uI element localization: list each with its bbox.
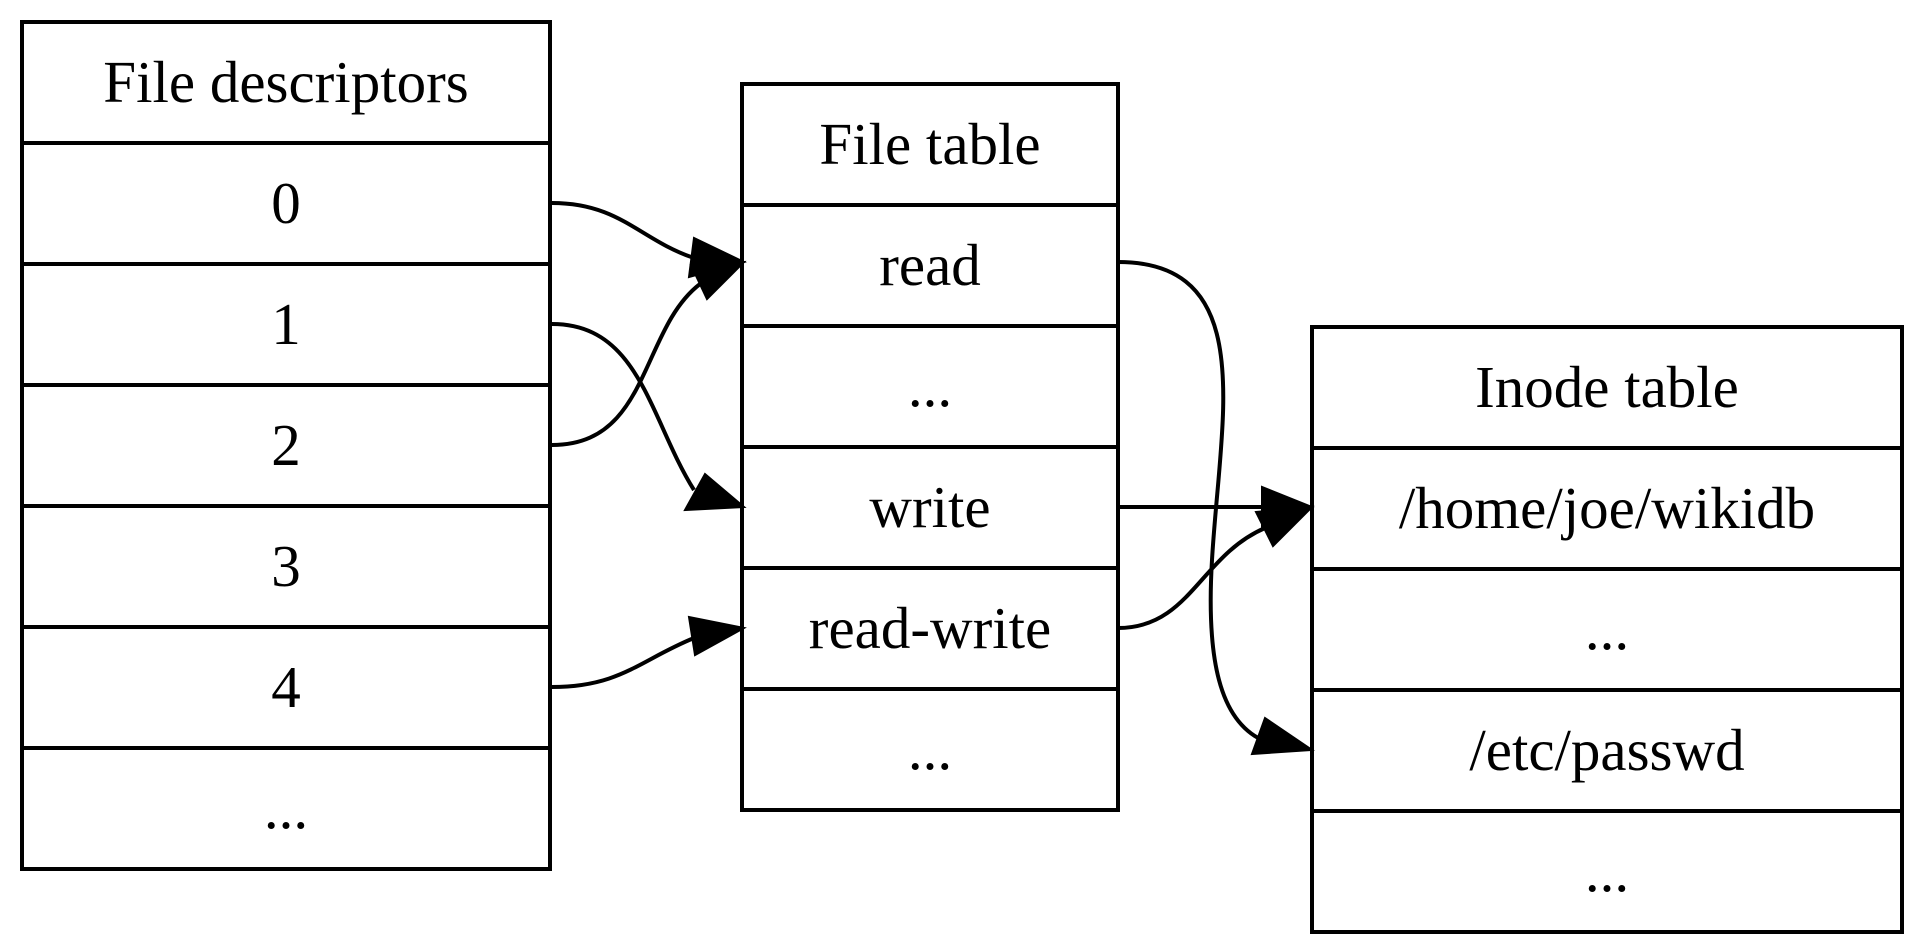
file-table-title: File table	[819, 111, 1040, 177]
fd-row-label: 2	[271, 412, 301, 478]
arrowhead	[687, 615, 747, 657]
file-table-row-read-write	[740, 566, 1120, 691]
file-descriptors-table: File descriptors 0 1 2 3 4 ...	[20, 20, 552, 871]
inode-table-title: Inode table	[1475, 354, 1739, 420]
fd-row-2	[20, 383, 552, 508]
fd-row-label: 1	[271, 291, 301, 357]
fd-row-label: 0	[271, 170, 301, 236]
file-table-row-label: ...	[908, 353, 952, 419]
inode-table: Inode table /home/joe/wikidb ... /etc/pa…	[1310, 325, 1904, 934]
file-descriptors-header	[20, 20, 552, 145]
edge-fd0-to-read	[551, 201, 695, 260]
edge-read-write-to-wikidb	[1117, 526, 1266, 630]
inode-row-label: /etc/passwd	[1469, 717, 1744, 783]
file-table-row-ellipsis	[740, 324, 1120, 449]
file-table-row-label: read-write	[809, 595, 1051, 661]
fd-row-1	[20, 262, 552, 387]
fd-row-0	[20, 141, 552, 266]
fd-row-label: 4	[271, 654, 301, 720]
arrowhead	[683, 472, 747, 512]
fd-row-ellipsis	[20, 746, 552, 871]
file-table-row-label: read	[879, 232, 981, 298]
inode-row-ellipsis	[1310, 809, 1904, 934]
inode-row-ellipsis	[1310, 567, 1904, 692]
inode-row-label: /home/joe/wikidb	[1399, 475, 1815, 541]
inode-row-label: ...	[1585, 596, 1629, 662]
edges	[551, 201, 1315, 756]
fd-row-4	[20, 625, 552, 750]
file-table-header	[740, 82, 1120, 207]
inode-table-header	[1310, 325, 1904, 450]
edge-fd2-to-read	[551, 282, 702, 447]
file-table-row-ellipsis	[740, 687, 1120, 812]
edge-read-to-passwd	[1117, 260, 1263, 742]
inode-row-label: ...	[1585, 838, 1629, 904]
arrowhead	[1254, 505, 1315, 548]
arrowhead	[689, 260, 747, 301]
arrowhead	[1250, 716, 1315, 756]
file-descriptors-title: File descriptors	[103, 49, 468, 115]
file-table-row-label: ...	[908, 716, 952, 782]
file-table-row-label: write	[869, 474, 990, 540]
edge-fd4-to-read-write	[551, 636, 695, 689]
fd-row-label: 3	[271, 533, 301, 599]
file-table: File table read ... write read-write ...	[740, 82, 1120, 812]
fd-row-label: ...	[264, 775, 308, 841]
edge-fd1-to-write	[551, 322, 696, 492]
